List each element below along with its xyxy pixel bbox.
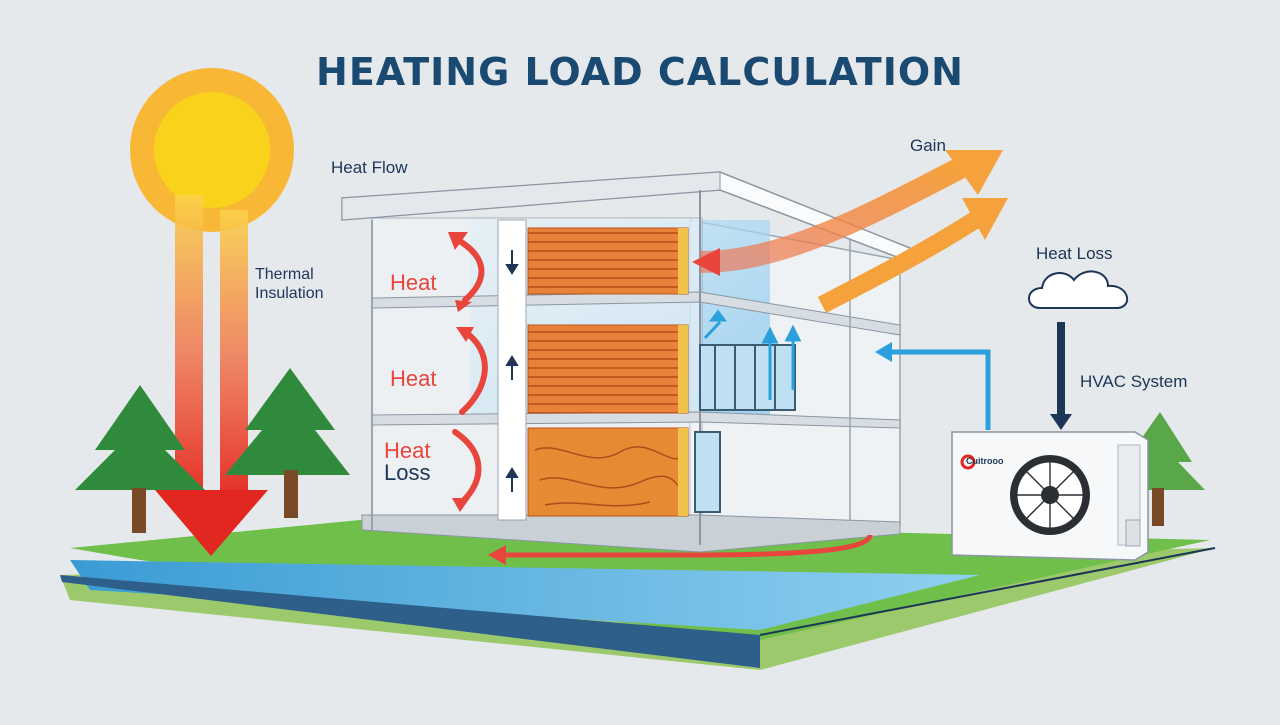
- brand-logo-icon: [960, 454, 976, 470]
- heat-flow-arrow-icon: [452, 237, 488, 505]
- label-floor-top-heat: Heat: [390, 270, 437, 295]
- label-insulation: Insulation: [255, 285, 324, 302]
- label-heat-loss: Heat Loss: [1036, 244, 1113, 263]
- label-thermal: Thermal: [255, 266, 314, 283]
- sun-icon: [130, 68, 294, 232]
- page-title: HEATING LOAD CALCULATION: [316, 50, 964, 94]
- hvac-brand-text: Cuitrooo: [966, 456, 1004, 466]
- water-layer: [70, 560, 980, 630]
- window: [694, 431, 721, 513]
- fan-icon: [1010, 455, 1090, 535]
- label-hvac-system: HVAC System: [1080, 372, 1188, 391]
- ground: [60, 520, 1216, 670]
- tree-icon: [225, 368, 350, 518]
- arrowhead-icon: [448, 232, 474, 512]
- hvac-airflow-icon: [703, 309, 991, 430]
- insulation-panel-bottom: [527, 427, 689, 517]
- ground-edge-line: [759, 547, 1216, 636]
- hvac-unit: [951, 431, 1149, 561]
- arrow-icon: [505, 250, 519, 492]
- insulation-panel-top: [527, 227, 689, 295]
- cloud-icon: [1028, 270, 1129, 309]
- label-floor-bottom-loss: Loss: [384, 460, 431, 485]
- label-gain: Gain: [910, 136, 946, 155]
- ground-heat-arrow-icon: [488, 534, 873, 565]
- label-floor-middle-heat: Heat: [390, 366, 437, 391]
- tree-icon: [75, 385, 205, 533]
- down-arrow-icon: [1050, 322, 1072, 430]
- ground-edge: [60, 575, 760, 668]
- gain-arrow-icon: [692, 150, 1008, 313]
- sun-heat-arrow-icon: [155, 195, 268, 556]
- label-heat-flow: Heat Flow: [331, 158, 408, 177]
- label-floor-bottom-heat: Heat: [384, 438, 431, 463]
- insulation-panel-middle: [527, 324, 689, 414]
